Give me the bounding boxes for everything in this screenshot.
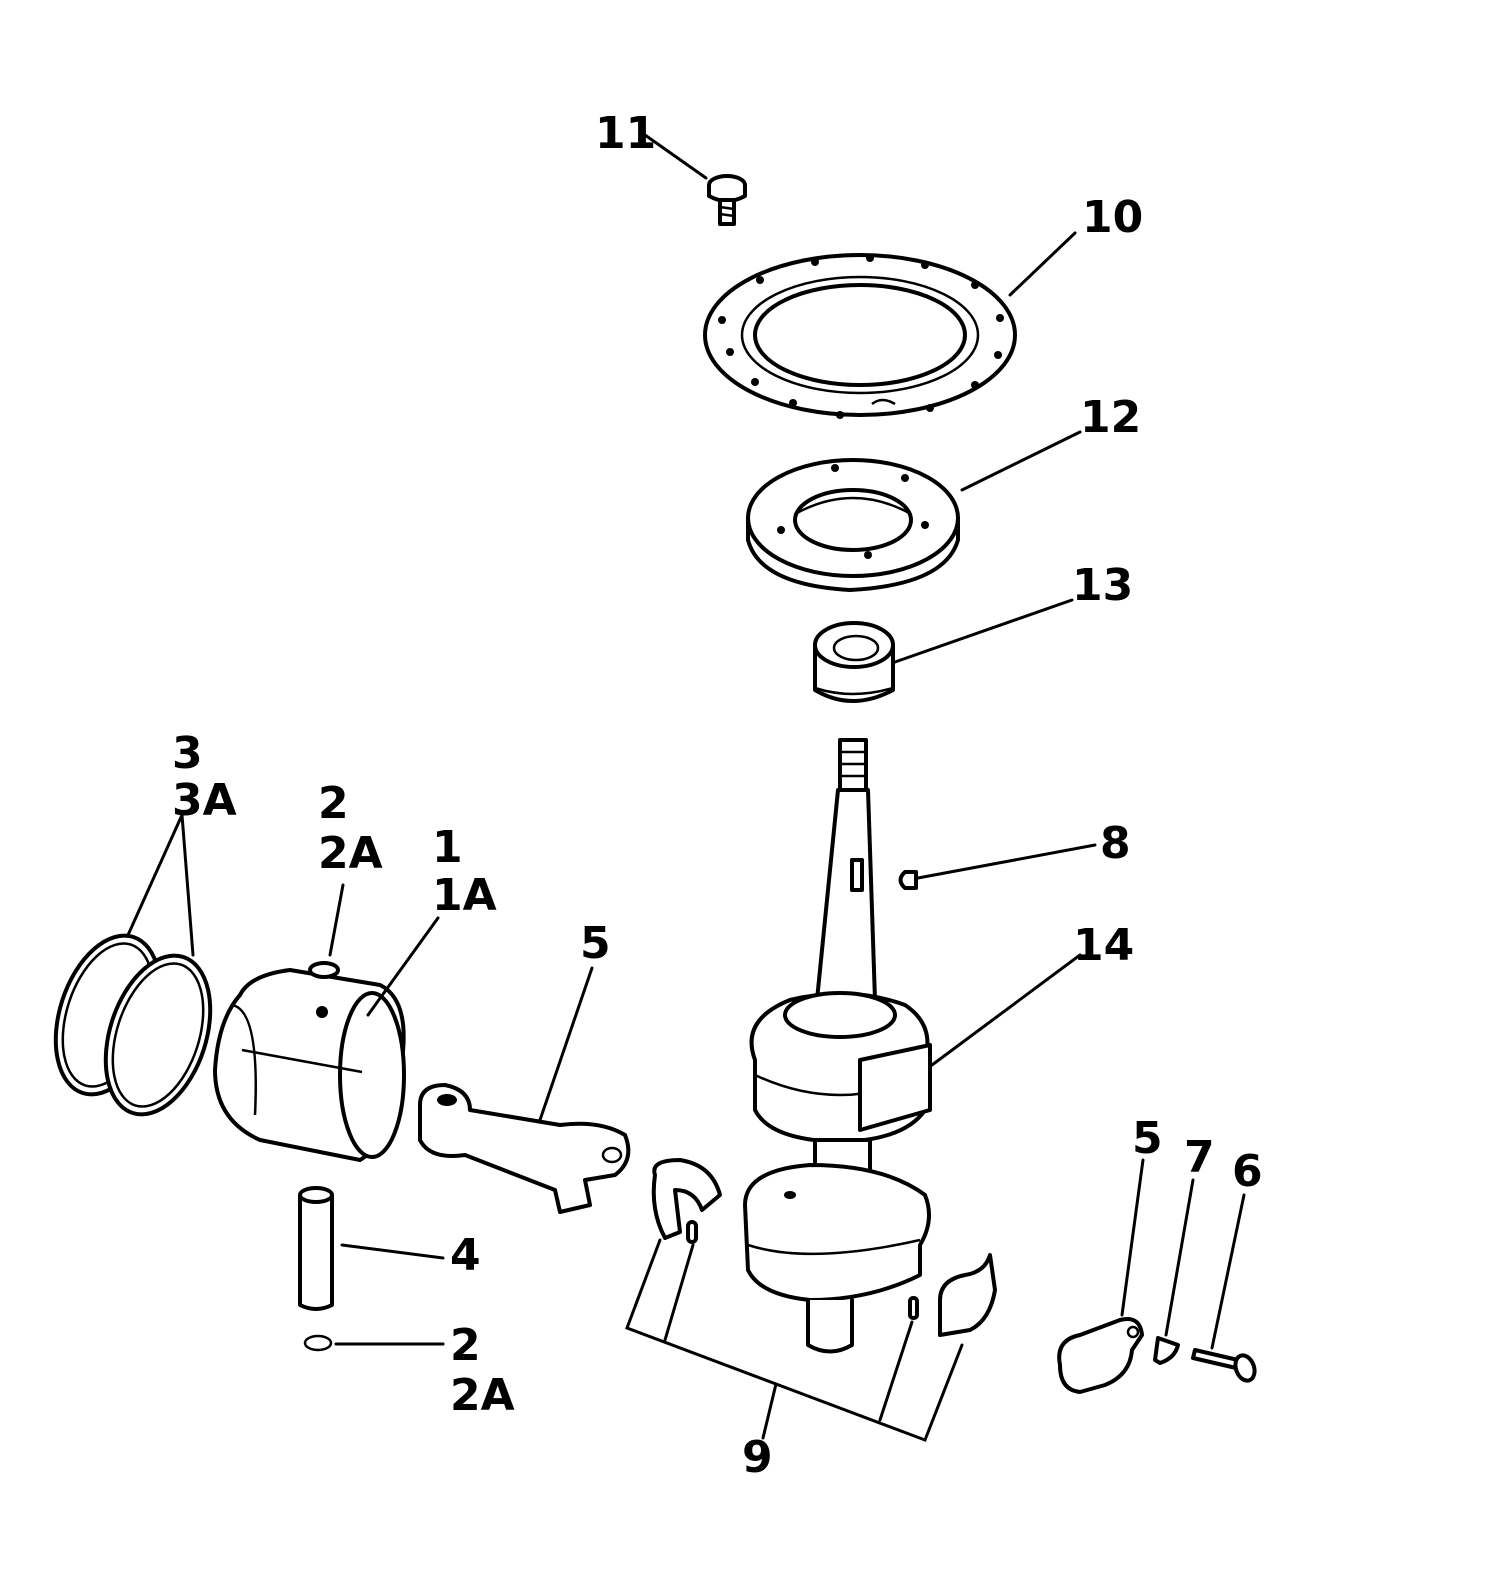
leader-3-b: [180, 813, 195, 957]
label-6: 6: [1232, 1146, 1263, 1197]
leader-9-right-inner: [878, 1320, 914, 1422]
part-10-flange: [703, 253, 1017, 419]
leader-8: [916, 843, 1097, 880]
part-5-connecting-rod: [418, 1083, 631, 1214]
part-labels: 11 10 12 13 3 3A 2 2A 1 1A 5 8 14 4 2 2A…: [172, 108, 1263, 1483]
part-4-piston-pin: [298, 1186, 334, 1311]
leader-9-stem: [761, 1382, 778, 1440]
part-7-lock-plate: [1153, 1336, 1180, 1365]
leader-3-a: [126, 813, 184, 937]
part-9-bearing-right: [908, 1253, 997, 1337]
leader-7: [1164, 1178, 1195, 1337]
label-5-right: 5: [1132, 1113, 1163, 1164]
label-4: 4: [450, 1230, 481, 1281]
part-9-bearing-left: [651, 1158, 722, 1244]
label-12: 12: [1080, 392, 1141, 443]
label-1: 1: [432, 822, 463, 873]
label-14: 14: [1073, 920, 1134, 971]
label-3a: 3A: [172, 775, 237, 826]
leader-5-left: [538, 966, 594, 1122]
leader-13: [893, 598, 1074, 664]
label-9: 9: [742, 1432, 773, 1483]
label-1a: 1A: [432, 870, 497, 921]
label-11: 11: [595, 108, 656, 159]
crankshaft: [743, 738, 932, 1354]
leader-10: [1008, 231, 1077, 297]
leader-5-right: [1120, 1158, 1145, 1317]
leader-11: [643, 133, 708, 180]
leader-12: [960, 430, 1082, 492]
leader-6: [1210, 1193, 1246, 1350]
label-10: 10: [1082, 192, 1143, 243]
part-8-key: [898, 870, 918, 890]
part-11-screw: [707, 174, 747, 226]
label-7: 7: [1184, 1132, 1215, 1183]
part-2-clip-bottom: [303, 1334, 333, 1352]
part-13-bushing: [813, 621, 895, 703]
label-5-left: 5: [580, 918, 611, 969]
leader-4: [340, 1243, 445, 1260]
label-2-bottom: 2: [450, 1320, 481, 1371]
leader-9-left-inner: [663, 1243, 695, 1342]
part-5-rod-cap: [1057, 1317, 1144, 1394]
leader-2-top: [328, 883, 345, 957]
label-2a-top: 2A: [318, 828, 383, 879]
part-3-piston-rings: [53, 933, 213, 1117]
leader-lines: [126, 133, 1246, 1442]
part-12-bearing-plate: [746, 458, 960, 592]
leader-1: [366, 916, 440, 1017]
part-6-cap-screw: [1191, 1348, 1257, 1383]
label-8: 8: [1100, 818, 1131, 869]
label-2-top: 2: [318, 778, 349, 829]
label-3: 3: [172, 728, 203, 779]
label-13: 13: [1072, 560, 1133, 611]
part-2-clip-top: [308, 961, 340, 979]
part-1-piston: [213, 968, 406, 1162]
label-2a-bottom: 2A: [450, 1370, 515, 1421]
leader-14: [930, 953, 1082, 1067]
